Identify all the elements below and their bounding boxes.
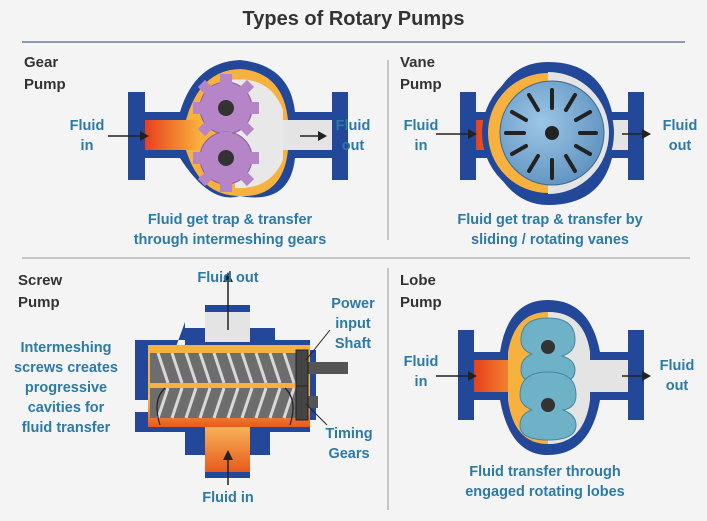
gear-pump-illustration [108,60,348,198]
vane-caption-line2: sliding / rotating vanes [471,232,629,248]
screw-out-label: Fluid out [197,270,259,286]
gear-caption-line1: Fluid get trap & transfer [147,212,313,228]
page-title: Types of Rotary Pumps [242,8,465,30]
gear-in-label-line1: Fluid [69,118,105,134]
lobe-pump-name-line1: Lobe [400,272,436,289]
vane-out-label-line1: Fluid [662,118,698,134]
vane-pump-illustration [436,62,651,205]
gear-out-label-line1: Fluid [335,118,371,134]
vane-pump-name-line1: Vane [400,54,436,71]
screw-desc-line3: progressive [24,380,108,396]
screw-in-label: Fluid in [202,490,254,506]
lobe-in-label-line1: Fluid [403,354,439,370]
screw-desc-line5: fluid transfer [21,420,111,436]
gear-out-label-line2: out [341,138,365,154]
lobe-in-label-line2: in [414,374,428,390]
gear-in-label-line2: in [80,138,94,154]
vane-out-label-line2: out [668,138,692,154]
gear-caption-line2: through intermeshing gears [133,232,327,248]
lobe-pump-name-line2: Pump [400,294,442,311]
screw-power-label-line3: Shaft [334,336,372,352]
screw-pump-illustration [135,272,348,485]
screw-desc-line4: cavities for [27,400,105,416]
screw-desc-line2: screws creates [14,360,118,376]
vane-caption-line1: Fluid get trap & transfer by [457,212,643,228]
lobe-out-label-line2: out [665,378,689,394]
lobe-caption-line2: engaged rotating lobes [465,484,625,500]
screw-power-label-line2: input [335,316,371,332]
screw-desc-line1: Intermeshing [20,340,112,356]
lobe-caption-line1: Fluid transfer through [469,464,621,480]
lobe-out-label-line1: Fluid [659,358,695,374]
vane-in-label-line2: in [414,138,428,154]
gear-pump-name-line2: Pump [24,76,66,93]
vane-in-label-line1: Fluid [403,118,439,134]
screw-pump-name-line2: Pump [18,294,60,311]
screw-pump-name-line1: Screw [18,272,63,289]
screw-timing-label-line2: Gears [328,446,370,462]
screw-timing-label-line1: Timing [325,426,373,442]
screw-power-label-line1: Power [331,296,375,312]
gear-pump-name-line1: Gear [24,54,59,71]
lobe-pump-illustration [436,300,651,455]
vane-pump-name-line2: Pump [400,76,442,93]
